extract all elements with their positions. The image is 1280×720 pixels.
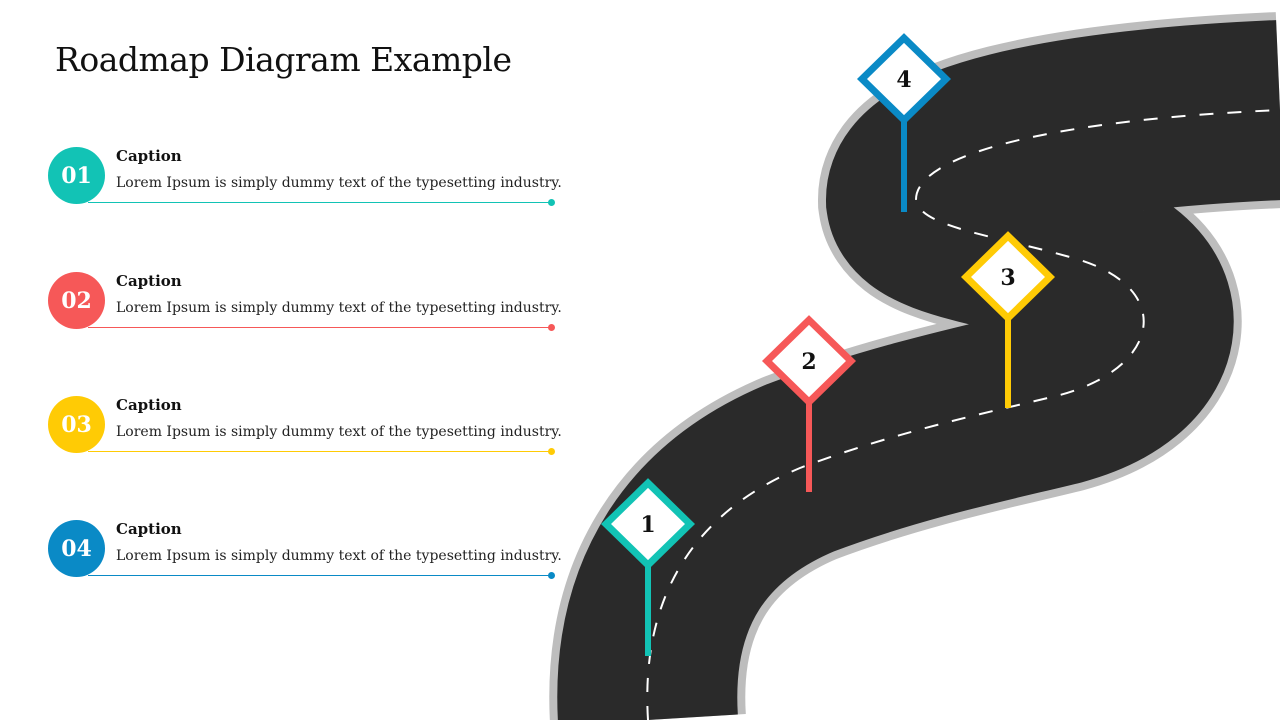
item-end-dot [548,324,555,331]
item-caption: Caption [116,396,182,414]
item-caption: Caption [116,520,182,538]
item-caption: Caption [116,272,182,290]
milestone-marker-2: 2 [761,315,857,492]
item-end-dot [548,448,555,455]
item-description: Lorem Ipsum is simply dummy text of the … [116,548,562,564]
marker-diamond [856,33,952,125]
number-badge: 03 [48,396,105,453]
item-underline [88,327,552,328]
marker-diamond [761,315,857,407]
item-underline [88,202,552,203]
milestone-marker-1: 1 [600,478,696,656]
road-asphalt [557,20,1280,720]
item-underline [88,575,552,576]
marker-diamond [600,478,696,570]
item-underline [88,451,552,452]
number-badge: 01 [48,147,105,204]
slide-title: Roadmap Diagram Example [55,40,512,79]
item-description: Lorem Ipsum is simply dummy text of the … [116,175,562,191]
marker-label: 4 [896,67,911,93]
list-item-04: 04 Caption Lorem Ipsum is simply dummy t… [48,520,562,582]
item-description: Lorem Ipsum is simply dummy text of the … [116,300,562,316]
marker-label: 3 [1000,265,1015,291]
list-item-01: 01 Caption Lorem Ipsum is simply dummy t… [48,147,562,209]
item-caption: Caption [116,147,182,165]
number-badge: 02 [48,272,105,329]
list-item-03: 03 Caption Lorem Ipsum is simply dummy t… [48,396,562,458]
number-badge: 04 [48,520,105,577]
winding-road [549,12,1280,720]
item-end-dot [548,199,555,206]
marker-label: 2 [801,349,816,375]
item-end-dot [548,572,555,579]
milestone-marker-3: 3 [960,231,1056,408]
milestone-marker-4: 4 [856,33,952,212]
item-description: Lorem Ipsum is simply dummy text of the … [116,424,562,440]
road-center-dashes [646,109,1280,720]
marker-label: 1 [640,512,655,538]
marker-diamond [960,231,1056,323]
list-item-02: 02 Caption Lorem Ipsum is simply dummy t… [48,272,562,334]
